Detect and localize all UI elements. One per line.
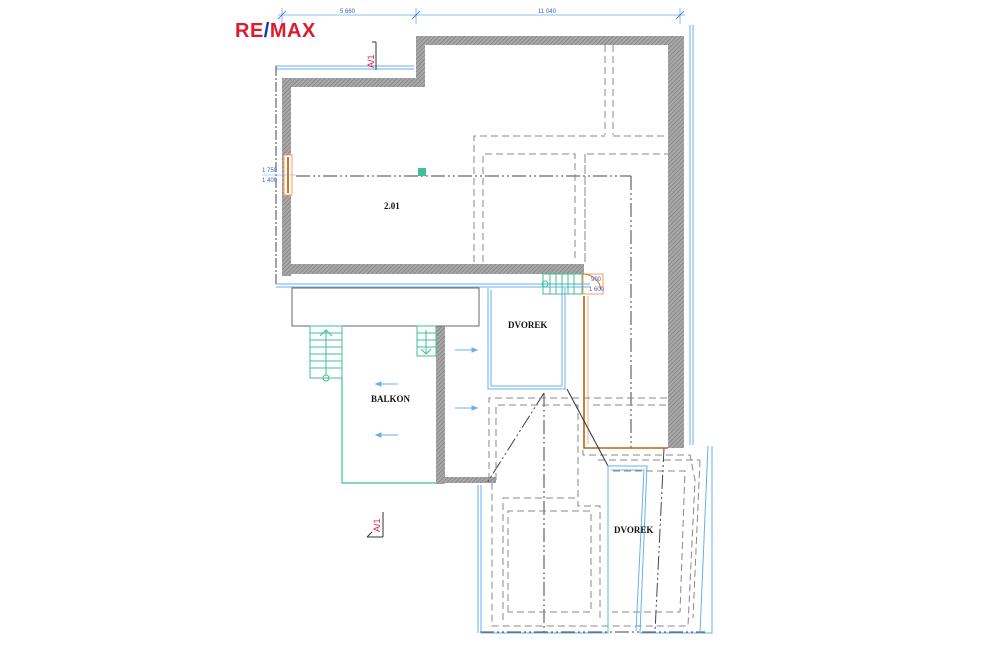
room-label-dvorek-upper: DVOREK [508,320,547,330]
section-mark-top: A/1 [366,41,377,70]
dashed-outlines-upper [473,45,668,262]
overhang-box [291,287,480,327]
dvorek-lower-outline [477,445,713,634]
right-boundary-lines [689,25,694,445]
room-label-balkon: BALKON [371,394,411,404]
section-label-top: A/1 [366,54,376,68]
dashed-outlines-lower [488,397,701,627]
dim-5660: 5 660 [340,9,356,15]
dim-door-900: 900 [591,277,602,283]
balkon-outline [341,378,436,484]
diagonal-line [566,388,609,467]
stairs-door [541,273,583,295]
green-marker [418,168,426,176]
section-label-bottom: A/1 [372,518,382,532]
stairs-right-small [416,325,437,357]
logo-max: MAX [269,20,316,42]
dim-door-1600: 1 600 [589,287,605,293]
slope-arrows [374,347,479,438]
outline-top-left [275,65,590,288]
room-label-2-01: 2.01 [384,201,400,211]
dimension-line-top: 5 660 11 040 [277,8,685,24]
window-left: 1 750 1 400 [262,154,296,196]
section-mark-bottom: A/1 [366,512,384,538]
dvorek-upper-outline [487,288,566,390]
logo-re: RE [235,20,264,42]
axis-lines [296,175,705,633]
logo-slash: / [263,20,270,42]
dim-11040: 11 040 [538,9,557,15]
door-orange: 900 1 600 [582,273,668,449]
dim-window-1750: 1 750 [262,168,278,174]
remax-logo: RE/MAX [235,18,316,44]
stairs-left [309,325,343,382]
room-label-dvorek-lower: DVOREK [614,525,653,535]
dim-window-1400: 1 400 [262,178,278,184]
